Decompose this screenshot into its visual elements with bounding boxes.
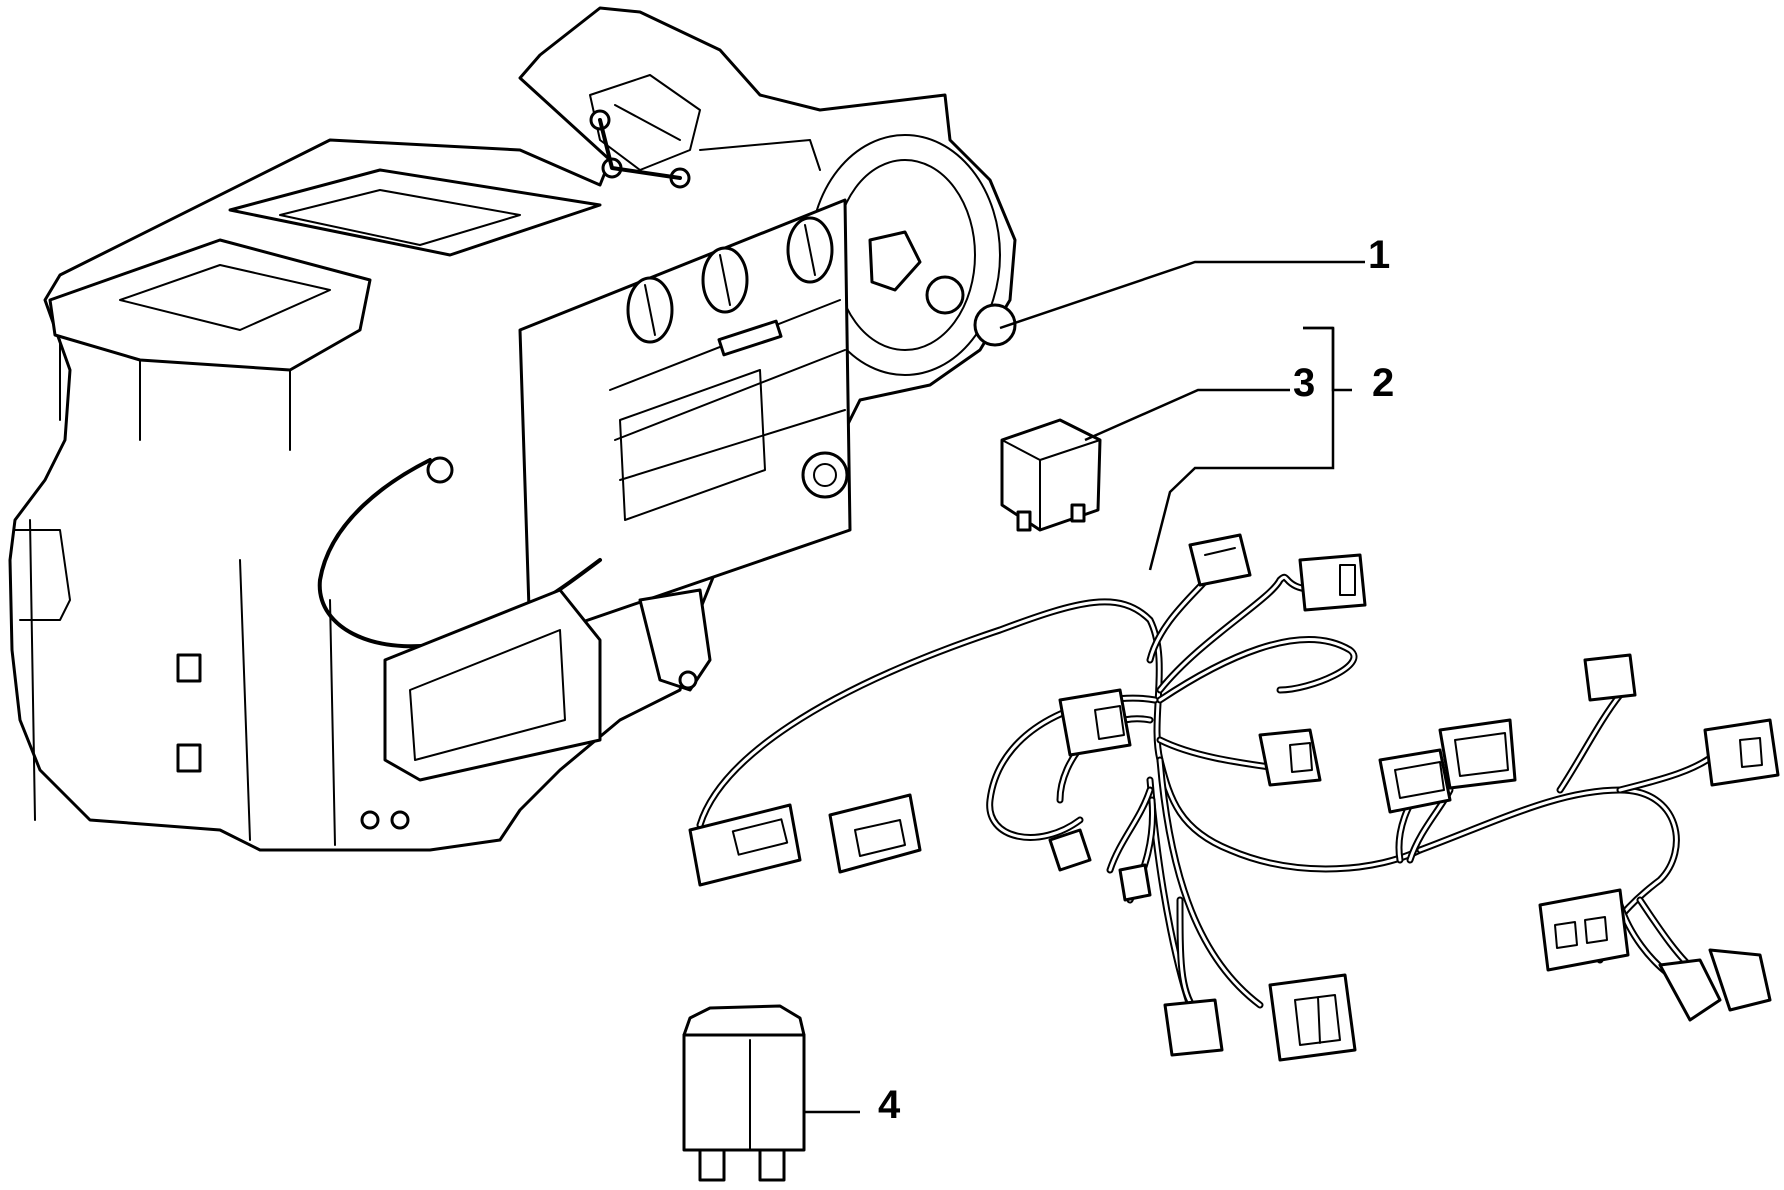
connector bbox=[1378, 718, 1517, 814]
callout-1: 1 bbox=[1368, 233, 1390, 277]
connector bbox=[1703, 718, 1780, 787]
control-knob bbox=[626, 276, 674, 344]
heater-unit bbox=[8, 6, 1017, 852]
relay bbox=[682, 1004, 806, 1182]
callout-3: 3 bbox=[1293, 361, 1315, 405]
leader-line-1 bbox=[999, 260, 1365, 330]
callout-2: 2 bbox=[1372, 361, 1394, 405]
connector bbox=[1538, 888, 1630, 972]
control-knob bbox=[786, 216, 834, 284]
control-knob bbox=[701, 246, 749, 314]
leader-line-3 bbox=[1084, 388, 1290, 442]
connector bbox=[1298, 553, 1367, 612]
callout-4: 4 bbox=[878, 1083, 901, 1127]
connector bbox=[1188, 533, 1252, 587]
connector bbox=[1658, 948, 1772, 1022]
connector bbox=[1258, 728, 1322, 787]
connector bbox=[1048, 828, 1152, 902]
connector bbox=[1163, 973, 1357, 1062]
connector bbox=[1058, 688, 1132, 757]
relay-small bbox=[1000, 418, 1102, 532]
wiring-harness bbox=[688, 533, 1780, 1062]
connector bbox=[1583, 653, 1637, 702]
leader-line-2-top bbox=[1303, 326, 1352, 392]
connector bbox=[688, 793, 922, 887]
